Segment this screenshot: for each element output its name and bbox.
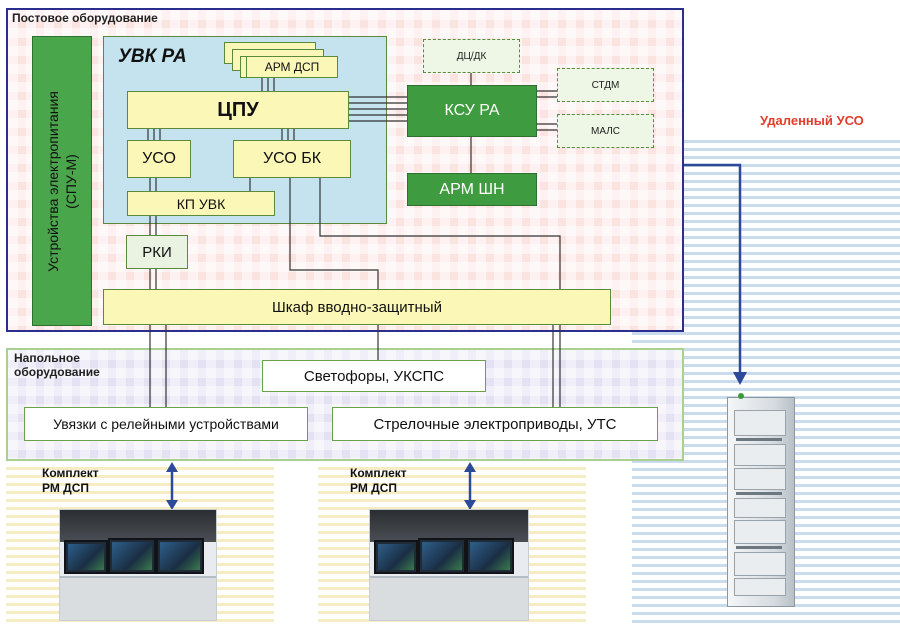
stdm-block: СТДМ [557, 68, 654, 102]
arm-dsp-block: АРМ ДСП [246, 56, 338, 78]
uvk-ra-title: УВК РА [118, 46, 187, 67]
remote-uso-cabinet-image [727, 397, 795, 607]
power-supply-block [32, 36, 92, 326]
workstation-photo-left [59, 509, 217, 621]
cabinet-lamp-icon [738, 393, 744, 399]
dc-dk-block: ДЦ/ДК [423, 39, 520, 73]
kit-right-label: Комплект РМ ДСП [350, 466, 407, 495]
power-supply-label-wrap: Устройства электропитания (СПУ-М) [32, 36, 92, 326]
switch-drives-box: Стрелочные электроприводы, УТС [332, 407, 658, 441]
power-supply-label: Устройства электропитания (СПУ-М) [44, 90, 79, 272]
input-protective-cabinet: Шкаф вводно-защитный [103, 289, 611, 325]
mals-block: МАЛС [557, 114, 654, 148]
signals-box: Светофоры, УКСПС [262, 360, 486, 392]
kp-uvk-block: КП УВК [127, 191, 275, 216]
ksu-ra-block: КСУ РА [407, 85, 537, 137]
arm-shn-block: АРМ ШН [407, 173, 537, 206]
workstation-photo-right [369, 509, 529, 621]
floor-equipment-title: Напольное оборудование [14, 351, 100, 379]
remote-uso-title: Удаленный УСО [760, 113, 864, 128]
uso-bk-block: УСО БК [233, 140, 351, 178]
kit-left-label: Комплект РМ ДСП [42, 466, 99, 495]
uso-block: УСО [127, 140, 191, 178]
relay-interfaces-box: Увязки с релейными устройствами [24, 407, 308, 441]
post-equipment-title: Постовое оборудование [12, 11, 158, 25]
rki-block: РКИ [126, 235, 188, 269]
cpu-block: ЦПУ [127, 91, 349, 129]
